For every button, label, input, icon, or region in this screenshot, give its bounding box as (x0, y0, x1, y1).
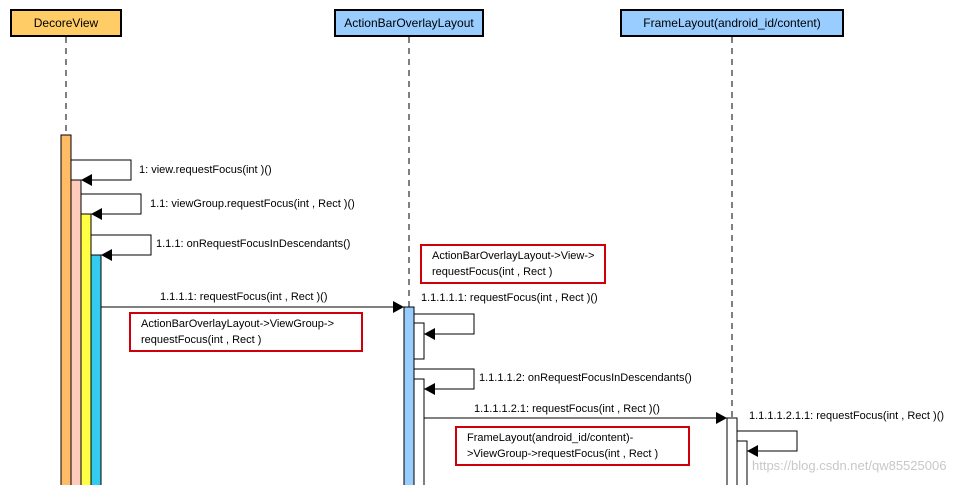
message-label-1-1-1-1-2-1: 1.1.1.1.2.1: requestFocus(int , Rect )() (474, 403, 660, 415)
activation-viewgroup-requestfocus (80, 213, 92, 485)
participant-framelayout: FrameLayout(android_id/content) (620, 9, 844, 37)
participant-framelayout-label: FrameLayout(android_id/content) (643, 16, 821, 30)
message-label-1-1-1-1-2: 1.1.1.1.2: onRequestFocusInDescendants() (479, 372, 692, 384)
arrow-self-call-1-1-1 (91, 234, 152, 261)
activation-actionbar-inner-1 (413, 322, 425, 360)
activation-actionbar-requestfocus (403, 306, 415, 485)
note-actionbar-view-line1: ActionBarOverlayLayout->View-> (432, 250, 595, 262)
note-actionbar-viewgroup-line2: requestFocus(int , Rect ) (141, 334, 262, 346)
arrow-self-call-1-1-1-1-2-1-1 (737, 430, 798, 457)
message-label-1-1: 1.1: viewGroup.requestFocus(int , Rect )… (150, 198, 355, 210)
note-framelayout-viewgroup-line1: FrameLayout(android_id/content)- (467, 432, 634, 444)
participant-actionbaroverlaylayout-label: ActionBarOverlayLayout (344, 16, 474, 30)
watermark: https://blog.csdn.net/qw85525006 (752, 458, 947, 473)
message-label-1-1-1-1: 1.1.1.1: requestFocus(int , Rect )() (160, 291, 328, 303)
activation-requestfocus (70, 179, 82, 485)
note-actionbar-view-line2: requestFocus(int , Rect ) (432, 266, 553, 278)
note-framelayout-viewgroup-line2: >ViewGroup->requestFocus(int , Rect ) (467, 448, 659, 460)
arrow-self-call-1-1 (81, 193, 142, 220)
message-label-1-1-1-1-1: 1.1.1.1.1: requestFocus(int , Rect )() (421, 292, 598, 304)
activation-decoreview (60, 134, 72, 485)
note-actionbar-viewgroup: ActionBarOverlayLayout->ViewGroup-> requ… (129, 312, 363, 352)
message-label-1-1-1-1-2-1-1: 1.1.1.1.2.1.1: requestFocus(int , Rect )… (749, 410, 945, 422)
message-label-1: 1: view.requestFocus(int )() (139, 164, 272, 176)
arrow-self-call-1-1-1-1-2 (414, 368, 475, 395)
activation-framelayout-requestfocus (726, 417, 738, 485)
note-actionbar-view: ActionBarOverlayLayout->View-> requestFo… (420, 244, 607, 284)
note-actionbar-viewgroup-line1: ActionBarOverlayLayout->ViewGroup-> (141, 318, 335, 330)
participant-decoreview: DecoreView (10, 9, 122, 37)
activation-framelayout-inner (736, 440, 748, 485)
arrow-self-call-1 (71, 159, 132, 186)
participant-actionbaroverlaylayout: ActionBarOverlayLayout (334, 9, 484, 37)
message-label-1-1-1: 1.1.1: onRequestFocusInDescendants() (156, 238, 351, 250)
participant-decoreview-label: DecoreView (33, 16, 99, 30)
activation-onrequestfocusindescendants (90, 254, 102, 485)
arrow-self-call-1-1-1-1-1 (414, 313, 475, 340)
note-framelayout-viewgroup: FrameLayout(android_id/content)- >ViewGr… (455, 426, 690, 466)
activation-actionbar-inner-2 (413, 378, 425, 485)
